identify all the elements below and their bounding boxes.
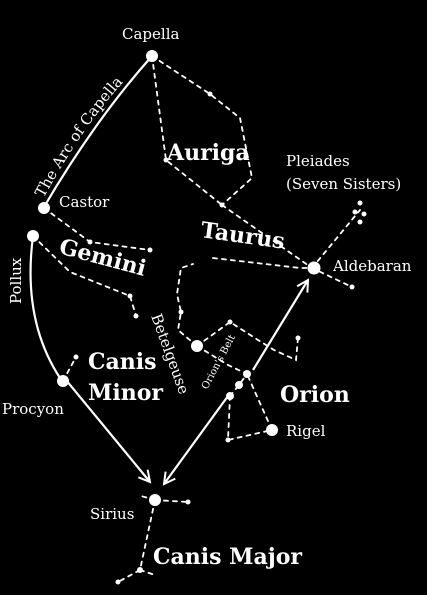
label-castor: Castor [59,193,110,211]
star-minor [73,354,79,360]
pollux-to-procyon-line [29,235,61,379]
label-rigel: Rigel [286,422,326,440]
label-sirius: Sirius [90,505,134,523]
star-pollux [27,230,39,242]
constellation-canis-major: Canis Major [153,544,302,570]
star-minor [227,319,233,325]
label-capella: Capella [122,25,179,43]
orion-belt-to-aldebaran-arrow [252,280,308,371]
constellation-taurus: Taurus [199,217,286,255]
star-castor [38,202,50,214]
star-sirius [149,494,161,506]
star-minor [87,239,93,245]
star-minor [133,313,139,319]
star-minor [295,335,301,341]
label-arc-of-capella: The Arc of Capella [31,73,126,201]
star-pleiades-1 [357,200,363,206]
star-minor [115,579,121,585]
star-minor [185,499,191,505]
constellation-gemini: Gemini [56,234,148,282]
star-aldebaran [307,261,321,275]
auriga-lines [151,55,253,206]
constellation-canis-minor-1: Canis [88,349,157,375]
label-pollux: Pollux [7,257,25,304]
star-procyon [57,375,69,387]
constellation-lines [32,55,361,583]
star-labels: Capella Castor Pollux Procyon Sirius Bet… [2,25,412,523]
star-minor [225,437,231,443]
arc-of-capella-text: The Arc of Capella [31,73,126,201]
star-pleiades-4 [357,219,363,225]
star-minor [349,284,355,290]
stars [27,50,367,585]
label-procyon: Procyon [2,400,64,418]
star-minor [219,202,225,208]
guide-lines [29,55,308,484]
star-belt-1 [243,370,251,378]
label-pleiades-1: Pleiades [286,152,350,170]
star-belt-3 [226,392,234,400]
star-minor [163,157,169,163]
star-pleiades-2 [352,209,358,215]
arc-of-capella-line [43,55,153,208]
star-belt-2 [235,381,243,389]
constellation-orion: Orion [280,382,350,408]
constellation-auriga: Auriga [166,140,250,166]
label-pleiades-2: (Seven Sisters) [286,175,401,193]
constellation-canis-minor-2: Minor [88,380,163,406]
star-pleiades-3 [361,211,367,217]
star-minor [147,247,153,253]
star-rigel [266,424,278,436]
star-minor [137,567,143,573]
label-aldebaran: Aldebaran [332,257,412,275]
taurus-lines [212,204,361,288]
star-minor [207,91,213,97]
procyon-to-sirius-arrow [65,379,150,482]
star-minor [127,293,133,299]
star-minor [178,309,184,315]
label-orions-belt: Orion's Belt [200,333,238,391]
orion-lines [176,263,299,442]
star-capella [146,50,158,62]
star-betelgeuse [191,340,203,352]
orion-belt-to-sirius-arrow [164,395,229,484]
